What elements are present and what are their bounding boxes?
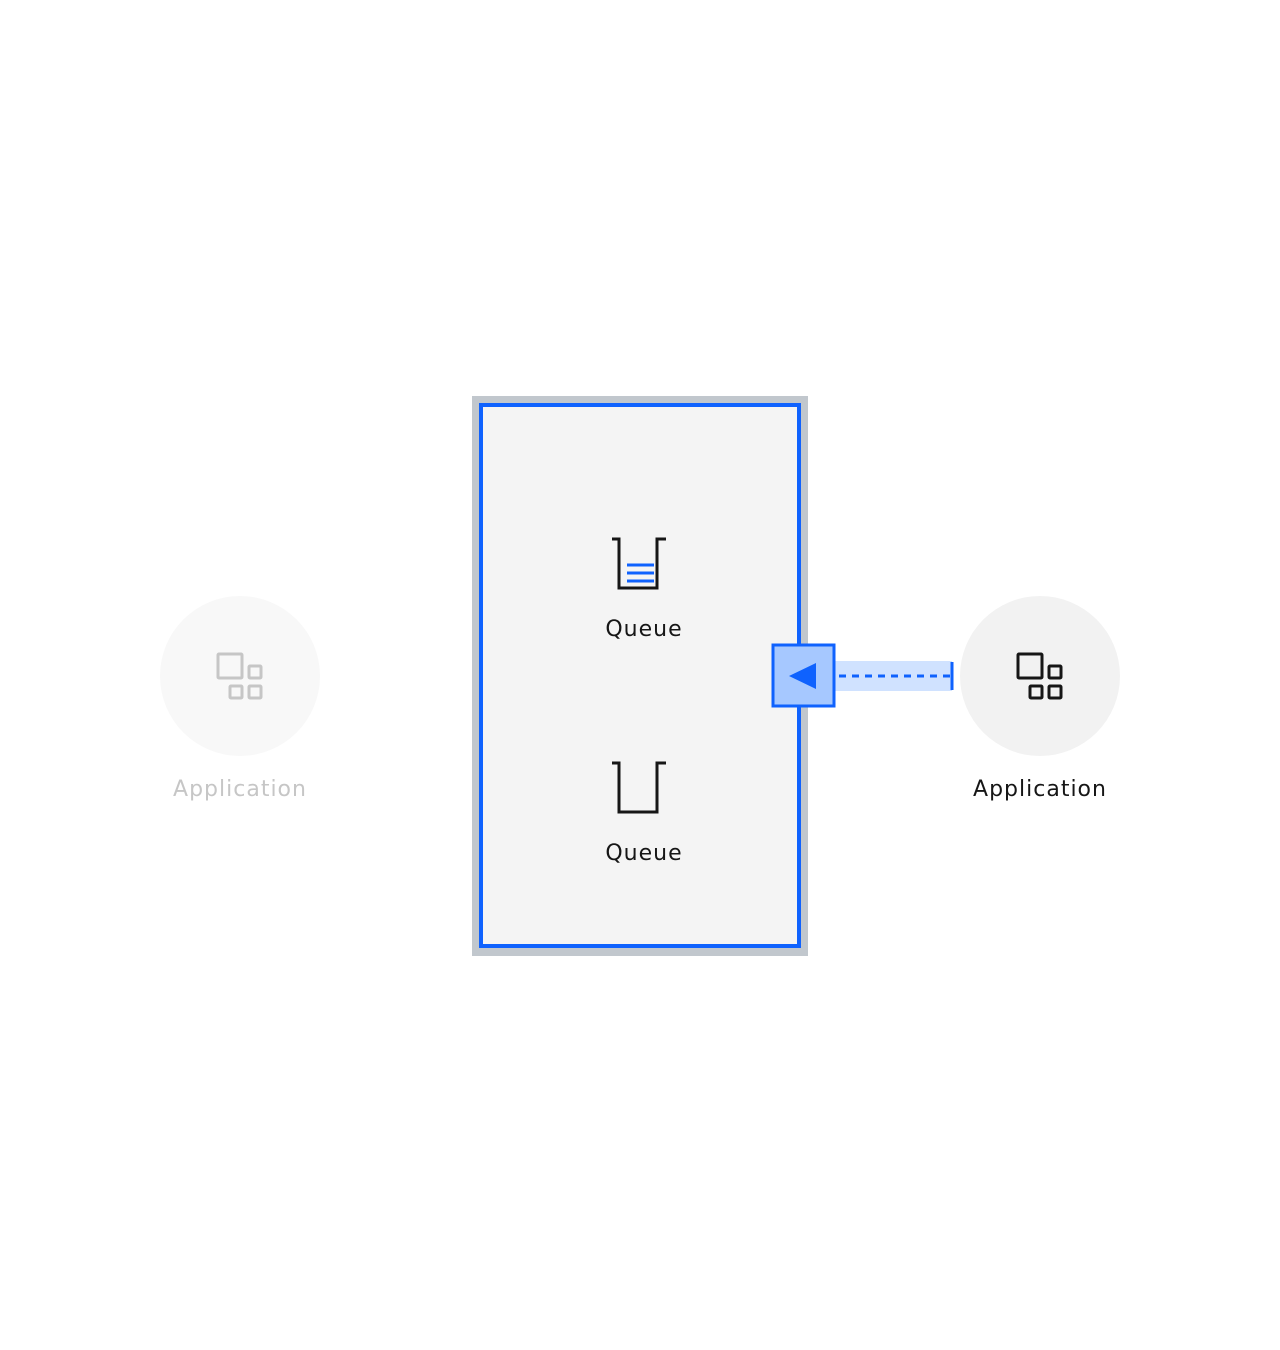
application-node-right[interactable]: Application	[960, 596, 1120, 802]
apps-icon	[216, 652, 263, 700]
container-body	[479, 403, 801, 948]
apps-icon	[1016, 652, 1063, 700]
application-node-left-circle	[160, 596, 320, 756]
connection-link[interactable]	[771, 643, 954, 708]
application-node-right-circle	[960, 596, 1120, 756]
queue-2-label: Queue	[605, 841, 682, 866]
arrow-left-icon	[789, 663, 816, 689]
queue-with-messages-icon	[612, 537, 666, 590]
application-left-label: Application	[173, 777, 307, 802]
application-right-label: Application	[973, 777, 1107, 802]
queue-1-label: Queue	[605, 617, 682, 642]
queue-empty-icon	[612, 761, 666, 814]
application-node-left[interactable]: Application	[160, 596, 320, 802]
connection-port[interactable]	[771, 643, 836, 708]
queue-node-2[interactable]: Queue	[605, 761, 682, 866]
queue-node-1[interactable]: Queue	[605, 537, 682, 642]
queue-container[interactable]: Queue Queue	[472, 396, 808, 956]
